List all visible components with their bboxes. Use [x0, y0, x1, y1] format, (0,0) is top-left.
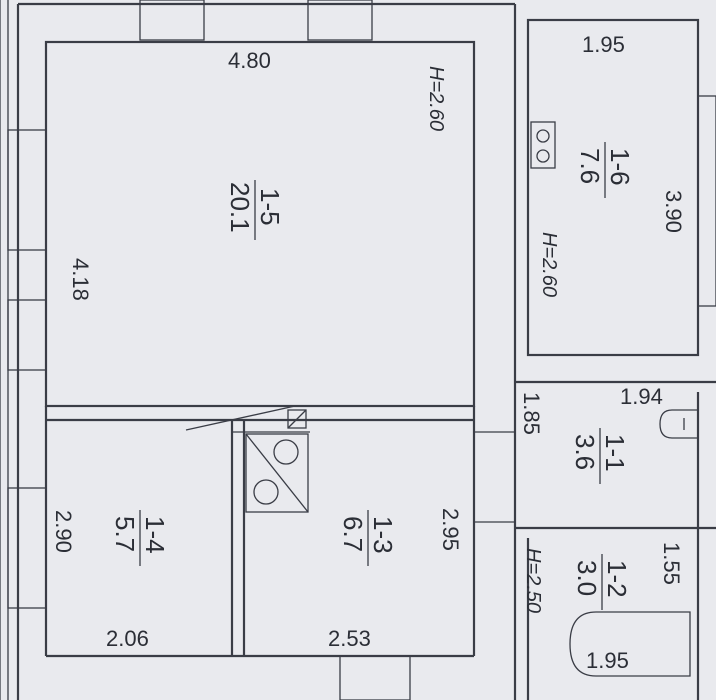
bathtub-icon — [569, 611, 691, 677]
dimension-label: 1.55 — [659, 542, 684, 585]
svg-text:1-4: 1-4 — [140, 516, 170, 554]
ceiling-height-label: H=2.60 — [425, 66, 447, 131]
stove-icon — [245, 409, 309, 513]
svg-text:6.7: 6.7 — [338, 516, 368, 552]
svg-text:20.1: 20.1 — [225, 182, 255, 233]
dimension-label: 3.90 — [661, 190, 686, 233]
dimension-label: 1.95 — [586, 648, 629, 673]
svg-text:7.6: 7.6 — [575, 148, 605, 184]
room-label-1-2: 1-2 3.0 — [572, 554, 632, 610]
room-label-1-5: 1-5 20.1 — [225, 180, 285, 240]
dimension-label: 2.90 — [51, 510, 76, 553]
svg-text:3.6: 3.6 — [570, 434, 600, 470]
dimension-label: 2.53 — [328, 626, 371, 651]
svg-text:5.7: 5.7 — [110, 516, 140, 552]
dimension-label: 1.85 — [519, 392, 544, 435]
washbasin-icon — [659, 409, 698, 439]
window-icon — [7, 0, 716, 700]
ceiling-height-label: H=2.60 — [538, 232, 560, 297]
lower-rooms-walls — [44, 405, 476, 658]
room-label-1-4: 1-4 5.7 — [110, 510, 170, 566]
svg-text:1-3: 1-3 — [368, 516, 398, 554]
svg-text:1-6: 1-6 — [605, 148, 635, 186]
room-label-1-1: 1-1 3.6 — [570, 428, 630, 484]
svg-text:1-1: 1-1 — [600, 434, 630, 472]
svg-text:1-5: 1-5 — [255, 188, 285, 226]
sink-icon — [530, 121, 556, 169]
dimension-label: 1.94 — [620, 384, 663, 409]
dimension-label: 2.06 — [106, 626, 149, 651]
svg-text:1-2: 1-2 — [602, 560, 632, 598]
room-label-1-6: 1-6 7.6 — [575, 142, 635, 198]
dimension-label: 4.80 — [228, 48, 271, 73]
right-rooms-walls — [474, 18, 716, 700]
dimension-label: 2.95 — [438, 508, 463, 551]
dimension-label: 1.95 — [582, 32, 625, 57]
ceiling-height-label: H=2.50 — [522, 548, 544, 613]
room-label-1-3: 1-3 6.7 — [338, 510, 398, 566]
dimension-label: 4.18 — [68, 258, 93, 301]
svg-text:3.0: 3.0 — [572, 560, 602, 596]
